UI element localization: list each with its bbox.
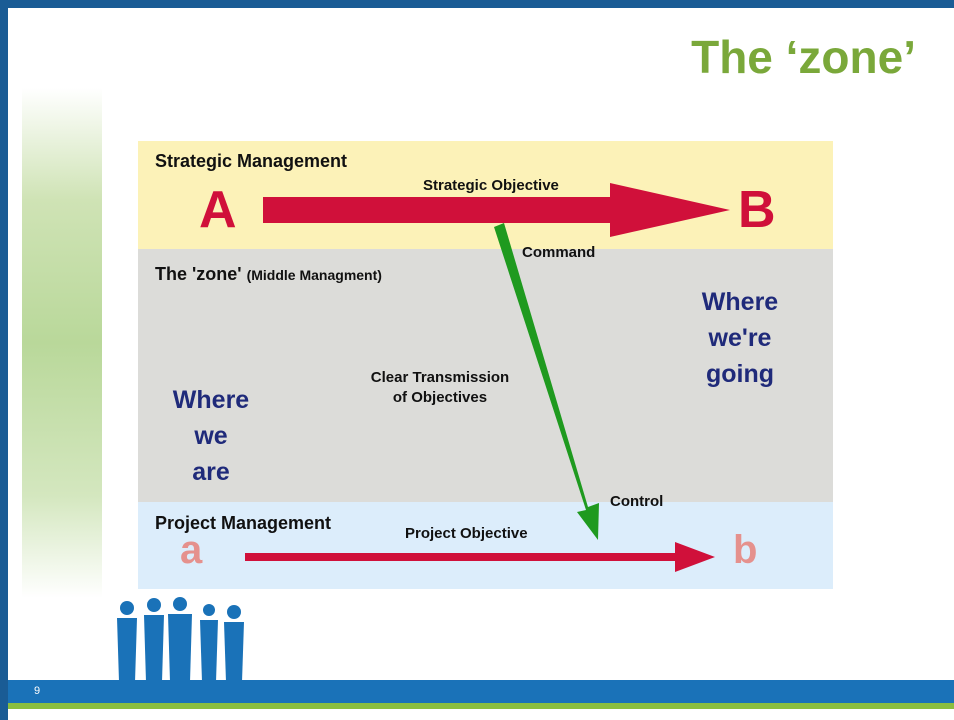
slide-title: The ‘zone’: [691, 31, 916, 83]
project-objective-label: Project Objective: [405, 525, 528, 542]
footer-bar: [8, 680, 954, 703]
point-a-strategic: A: [199, 181, 237, 239]
point-b-project: b: [733, 528, 758, 572]
top-frame-line: [0, 0, 954, 8]
page-number: 9: [34, 685, 41, 697]
control-label: Control: [610, 493, 664, 510]
people-silhouettes-icon: [117, 597, 244, 682]
command-label: Command: [522, 244, 596, 261]
project-band: [138, 502, 833, 589]
where-we-are-text: Where we are: [172, 386, 250, 486]
strategic-band: [138, 141, 833, 249]
left-frame-line: [0, 0, 8, 720]
project-header: Project Management: [155, 513, 332, 533]
point-a-project: a: [180, 528, 203, 572]
project-arrow: [245, 542, 715, 572]
strategic-header: Strategic Management: [155, 151, 348, 171]
point-b-strategic: B: [738, 181, 776, 239]
zone-subheader: (Middle Managment): [246, 267, 382, 283]
strategic-arrow: [263, 183, 730, 237]
zone-band: [138, 249, 833, 502]
strategic-objective-label: Strategic Objective: [423, 177, 559, 194]
command-arrow: [494, 223, 599, 540]
transmission-label: Clear Transmission of Objectives: [370, 369, 510, 406]
left-decorative-gradient: [22, 88, 102, 598]
zone-header: The 'zone' (Middle Managment): [155, 264, 382, 284]
where-going-text: Where we're going: [701, 288, 779, 388]
footer-green-line: [8, 703, 954, 709]
